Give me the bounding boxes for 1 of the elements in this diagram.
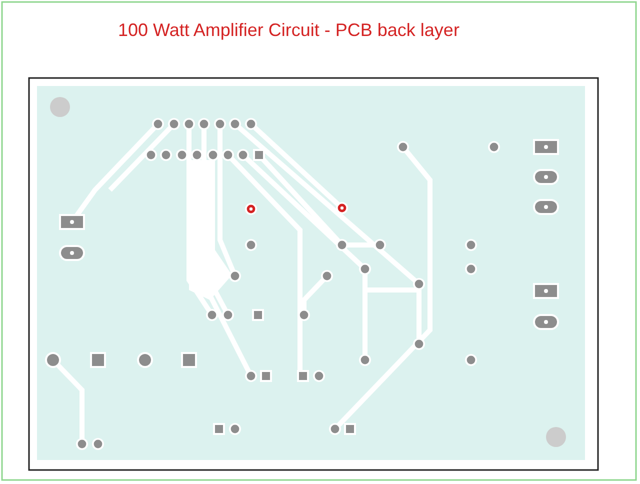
diagram-title: 100 Watt Amplifier Circuit - PCB back layer (118, 20, 460, 41)
